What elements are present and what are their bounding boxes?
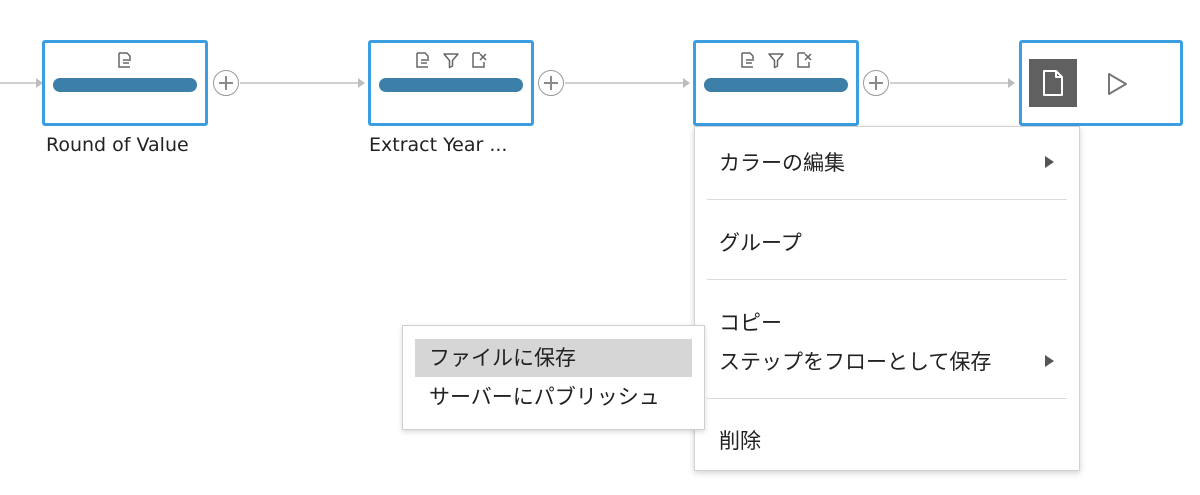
connector-arrow [358, 78, 365, 88]
submenu-arrow-icon [1045, 355, 1054, 367]
menu-item-copy[interactable]: コピー [719, 311, 782, 335]
add-step-button[interactable] [863, 70, 889, 96]
step-node-round-of-value[interactable] [42, 40, 208, 126]
filter-icon [767, 51, 785, 69]
submenu-arrow-icon [1045, 156, 1054, 168]
submenu-item-publish-to-server[interactable]: サーバーにパブリッシュ [429, 385, 660, 409]
add-step-button[interactable] [213, 70, 239, 96]
rename-field-icon [116, 51, 134, 69]
connector-arrow [36, 78, 43, 88]
menu-divider [707, 398, 1067, 399]
step-change-icons [371, 51, 531, 69]
menu-divider [707, 199, 1067, 200]
step-bar [704, 78, 848, 92]
filter-icon [442, 51, 460, 69]
connector-arrow [683, 78, 690, 88]
connector-line [240, 82, 360, 84]
step-label: Round of Value [46, 134, 189, 156]
rename-field-icon [739, 51, 757, 69]
step-label: Extract Year ... [369, 134, 508, 156]
document-icon[interactable] [1029, 59, 1077, 107]
connector-line [565, 82, 685, 84]
menu-divider [707, 279, 1067, 280]
remove-field-icon [795, 51, 813, 69]
step-node-extract-year[interactable] [368, 40, 534, 126]
connector-arrow [1008, 78, 1015, 88]
submenu-item-save-to-file[interactable]: ファイルに保存 [415, 339, 692, 377]
context-menu: カラーの編集 グループ コピー ステップをフローとして保存 削除 [694, 126, 1080, 471]
connector-line [0, 82, 36, 84]
menu-item-edit-color[interactable]: カラーの編集 [719, 151, 845, 175]
add-step-button[interactable] [538, 70, 564, 96]
menu-item-group[interactable]: グループ [719, 231, 802, 255]
step-bar [53, 78, 197, 92]
step-node-selected[interactable] [693, 40, 859, 126]
rename-field-icon [414, 51, 432, 69]
connector-line [890, 82, 1010, 84]
output-node[interactable] [1019, 40, 1183, 126]
menu-item-save-step-as-flow[interactable]: ステップをフローとして保存 [719, 350, 992, 374]
step-change-icons [45, 51, 205, 69]
save-submenu: ファイルに保存 サーバーにパブリッシュ [402, 325, 705, 430]
remove-field-icon [470, 51, 488, 69]
play-icon[interactable] [1106, 72, 1128, 100]
step-change-icons [696, 51, 856, 69]
menu-item-delete[interactable]: 削除 [719, 429, 761, 453]
step-bar [379, 78, 523, 92]
